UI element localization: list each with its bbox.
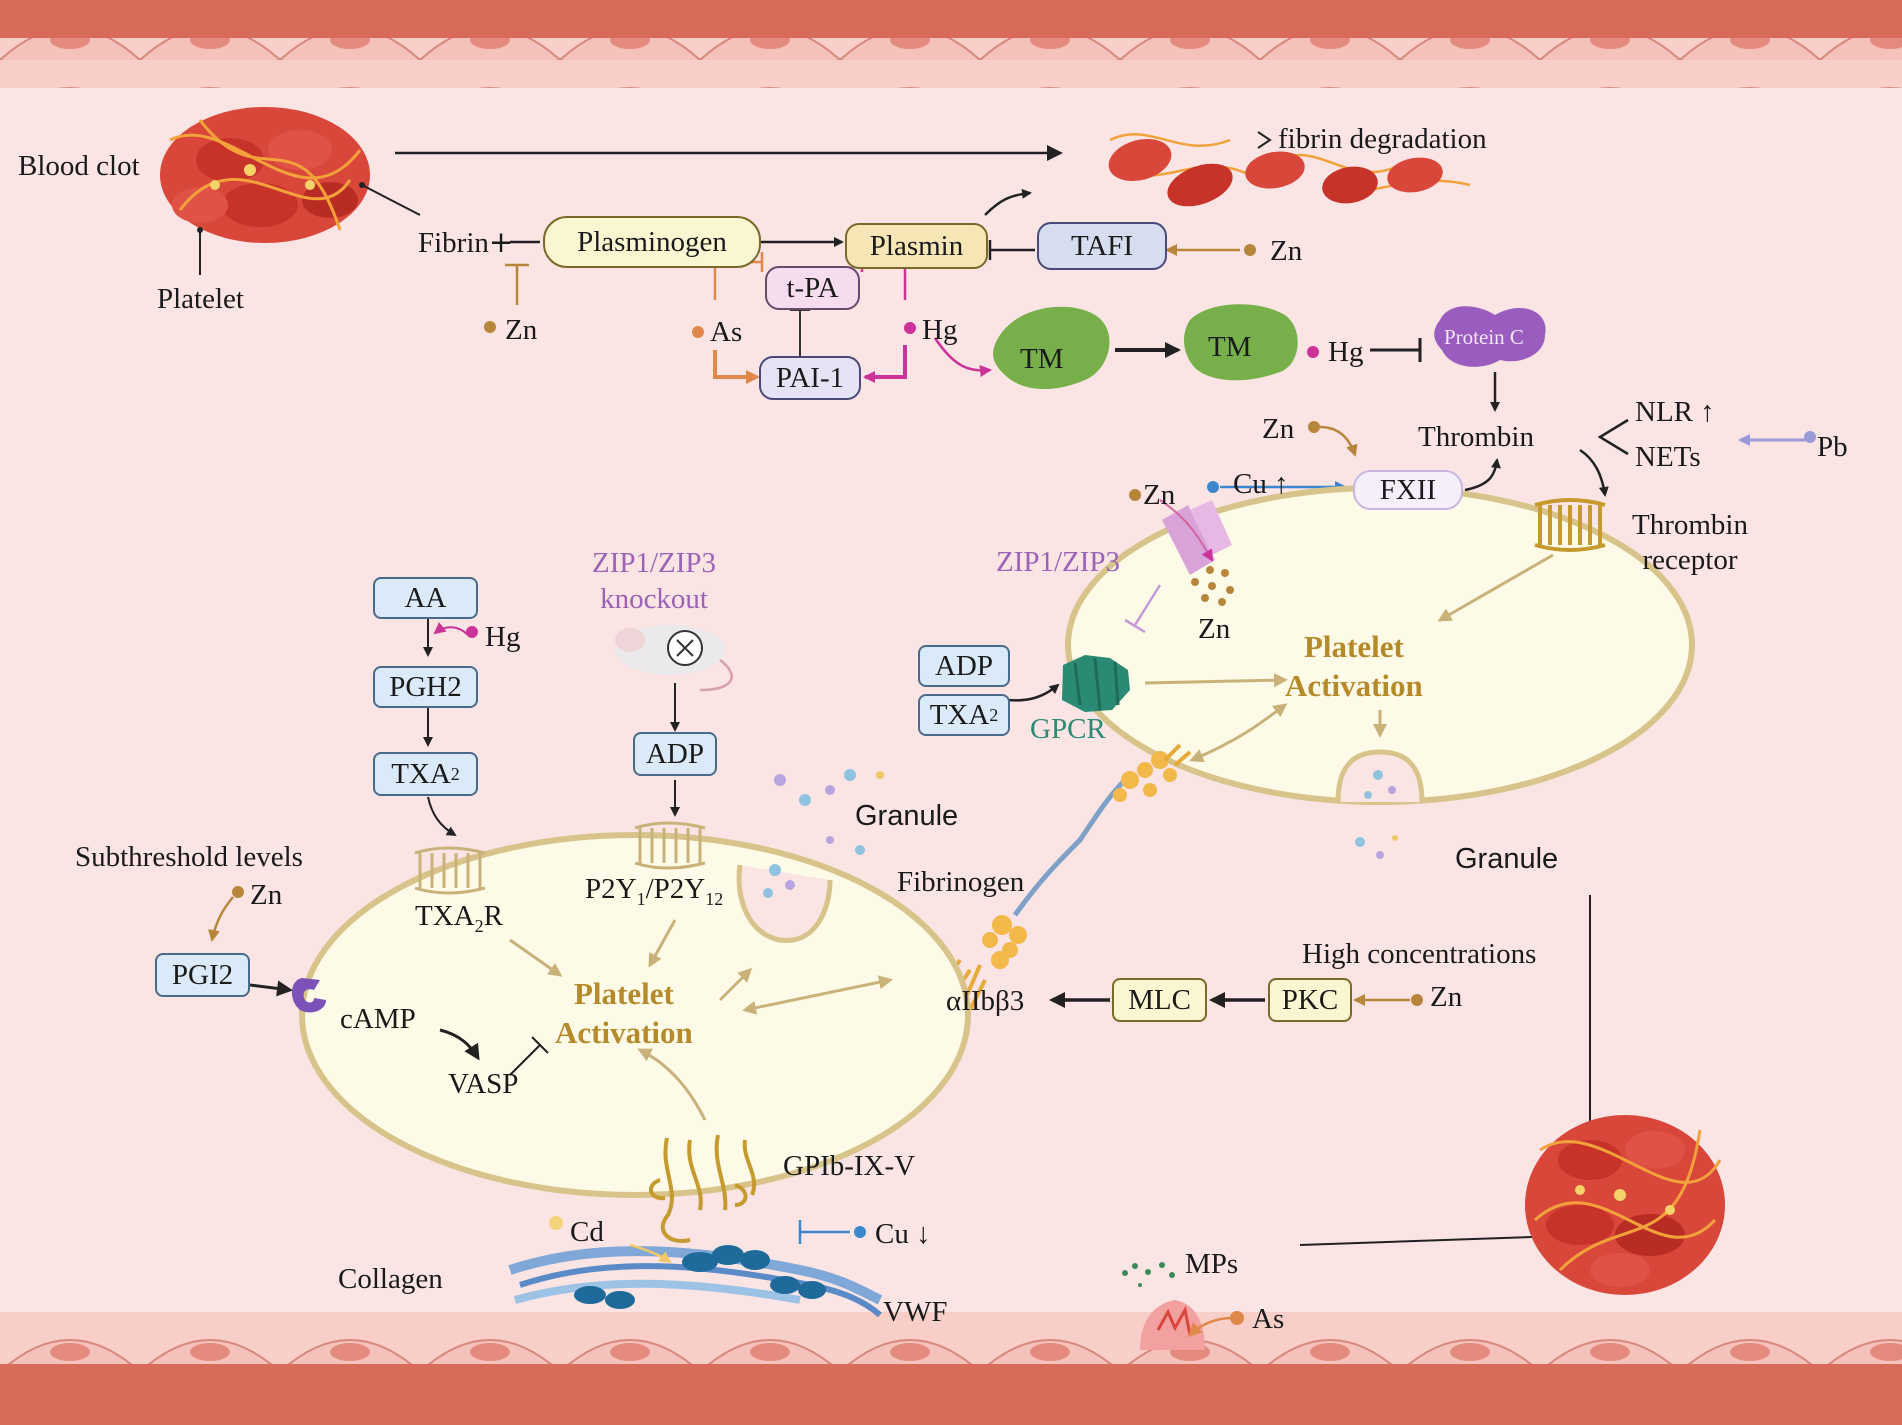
txa2r-label: TXA2R: [415, 900, 503, 936]
collagen-label: Collagen: [338, 1263, 443, 1295]
granule-right-label: Granule: [1455, 843, 1559, 875]
vwf-icon: [574, 1245, 826, 1309]
protein-c-icon: [1434, 306, 1546, 367]
gpcr-label: GPCR: [1030, 713, 1106, 745]
tm-protein-icon: [993, 304, 1298, 390]
aiib-label: αIIbβ3: [946, 985, 1025, 1017]
fibrinogen-icon: [938, 743, 1192, 1011]
granule-icon: [1355, 770, 1398, 859]
fxii-box: FXII: [1353, 470, 1463, 510]
gpib-receptor-icon: [649, 1134, 756, 1243]
pai1-box: PAI-1: [759, 356, 861, 400]
mouse-icon: [615, 625, 733, 692]
mps-label: MPs: [1185, 1248, 1239, 1280]
plasmin-box: Plasmin: [845, 223, 988, 269]
platelet-label: Platelet: [157, 283, 244, 315]
zn-zip-label: Zn: [1143, 479, 1176, 511]
pgi2-box: PGI2: [155, 953, 250, 997]
adp-left-box: ADP: [633, 732, 717, 776]
granule-icon: [763, 769, 884, 898]
camp-label: cAMP: [340, 1003, 416, 1035]
pgh2-box: PGH2: [373, 666, 478, 708]
as-label: As: [710, 316, 743, 348]
pkc-box: PKC: [1268, 978, 1352, 1022]
hg-label: Hg: [922, 314, 958, 346]
zn-tafi-label: Zn: [1270, 235, 1303, 267]
zn-fibrin-label: Zn: [505, 314, 538, 346]
tpa-box: t-PA: [765, 266, 860, 310]
vwf-label: VWF: [883, 1296, 948, 1328]
tafi-box: TAFI: [1037, 222, 1167, 270]
plasminogen-box: Plasminogen: [543, 216, 761, 268]
zn-pkc-label: Zn: [1430, 981, 1463, 1013]
blood-clot-icon: [160, 107, 370, 243]
zn-influx-label: Zn: [1198, 613, 1231, 645]
tm1-label: TM: [1020, 343, 1064, 375]
mp-icon: [1122, 1262, 1175, 1287]
fibrin-label: Fibrin+: [418, 225, 514, 259]
as-mps-label: As: [1252, 1303, 1285, 1335]
protein-c-label: Protein C: [1444, 325, 1524, 349]
hg-tm-label: Hg: [1328, 336, 1364, 368]
cu-down-label: Cu ↓: [875, 1218, 931, 1250]
red-blood-cell-icon: [1108, 133, 1471, 207]
thrombin-receptor-label: Thrombin receptor: [1632, 509, 1748, 576]
fibrinogen-label: Fibrinogen: [897, 866, 1025, 898]
high-concentrations-label: High concentrations: [1302, 938, 1537, 970]
platelet-activation-left: Platelet Activation: [555, 976, 693, 1050]
cd-label: Cd: [570, 1216, 604, 1248]
receptor-icon: [1534, 498, 1606, 552]
gpcr-icon: [1062, 655, 1130, 712]
p2y-receptor-icon: [634, 821, 706, 870]
pb-label: Pb: [1817, 431, 1848, 463]
zn-pgi2-label: Zn: [250, 879, 283, 911]
thrombin-label: Thrombin: [1418, 421, 1534, 453]
granule-left-label: Granule: [855, 800, 959, 832]
mlc-box: MLC: [1112, 978, 1207, 1022]
blood-clot-icon: [1525, 1115, 1725, 1295]
zn-fxii-label: Zn: [1262, 413, 1295, 445]
platelet-activation-right: Platelet Activation: [1285, 629, 1423, 703]
zip-knockout-label: ZIP1/ZIP3 knockout: [592, 547, 717, 616]
pgi2-receptor-icon: [291, 978, 326, 1013]
aa-box: AA: [373, 577, 478, 619]
fibrin-degradation-label: fibrin degradation: [1278, 123, 1487, 155]
adp-right-box: ADP: [918, 645, 1010, 687]
txa2r-receptor-icon: [414, 846, 486, 895]
blood-clot-label: Blood clot: [18, 150, 140, 182]
zip-right-label: ZIP1/ZIP3: [996, 546, 1121, 578]
gpib-label: GPIb-IX-V: [783, 1150, 916, 1182]
cu-up-label: Cu ↑: [1233, 468, 1289, 500]
subthreshold-label: Subthreshold levels: [75, 841, 303, 873]
tm2-label: TM: [1208, 331, 1252, 363]
vasp-label: VASP: [448, 1068, 519, 1100]
nets-label: NETs: [1635, 441, 1701, 473]
hg-aa-label: Hg: [485, 621, 521, 653]
nlr-label: NLR ↑: [1635, 396, 1715, 428]
p2y-label: P2Y1/P2Y12: [585, 873, 724, 909]
